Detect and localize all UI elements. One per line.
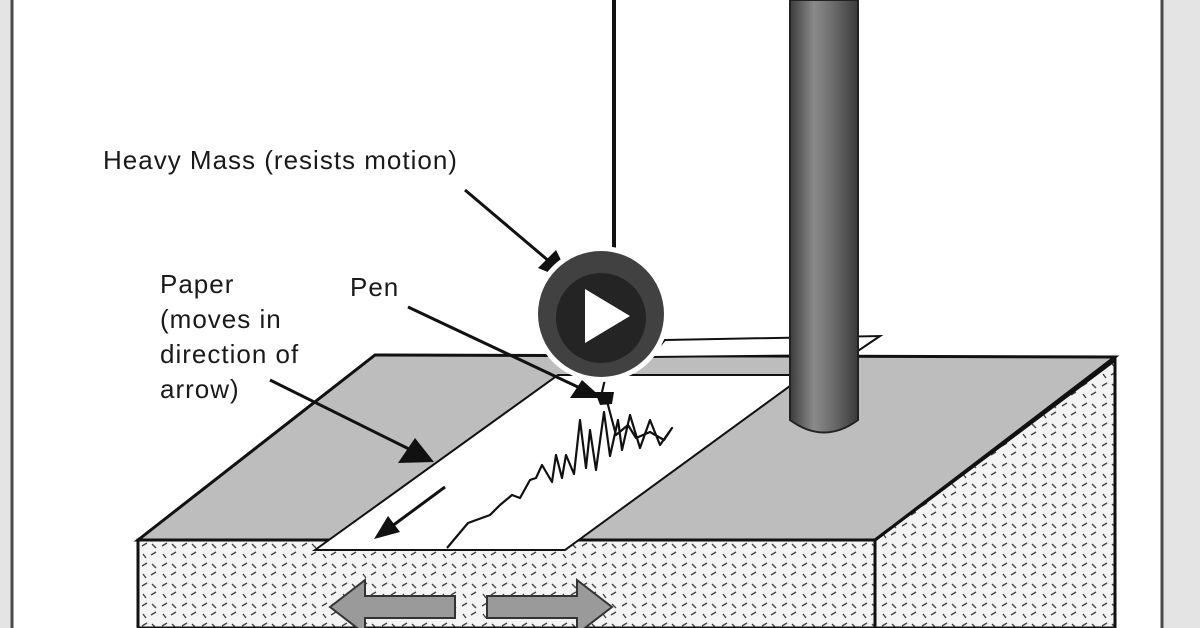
- block-side-face: [873, 357, 1117, 628]
- paper-pointer-arrowhead: [398, 438, 434, 463]
- paper-label-line: direction of: [160, 339, 300, 369]
- pen-pointer-line: [407, 305, 581, 390]
- paper-motion-arrowhead: [374, 516, 400, 539]
- paper-label-line: Paper: [160, 269, 235, 299]
- pen-label: Pen: [350, 272, 400, 302]
- seismic-trace: [446, 374, 674, 549]
- support-post: [789, 0, 859, 434]
- pen-pointer-arrowhead: [570, 380, 602, 398]
- ground-left-arrow: [328, 577, 456, 628]
- paper-pointer-line: [269, 378, 416, 454]
- mass-pointer-line: [464, 188, 551, 264]
- ground-right-arrow: [486, 577, 614, 628]
- heavy-mass-label: Heavy Mass (resists motion): [103, 145, 458, 175]
- paper-label: Paper (moves in direction of arrow): [160, 267, 299, 407]
- play-button[interactable]: [531, 244, 671, 384]
- paper-label-line: (moves in: [160, 304, 282, 334]
- play-icon: [533, 246, 669, 382]
- pen-tip: [595, 392, 614, 405]
- paper-label-line: arrow): [160, 374, 240, 404]
